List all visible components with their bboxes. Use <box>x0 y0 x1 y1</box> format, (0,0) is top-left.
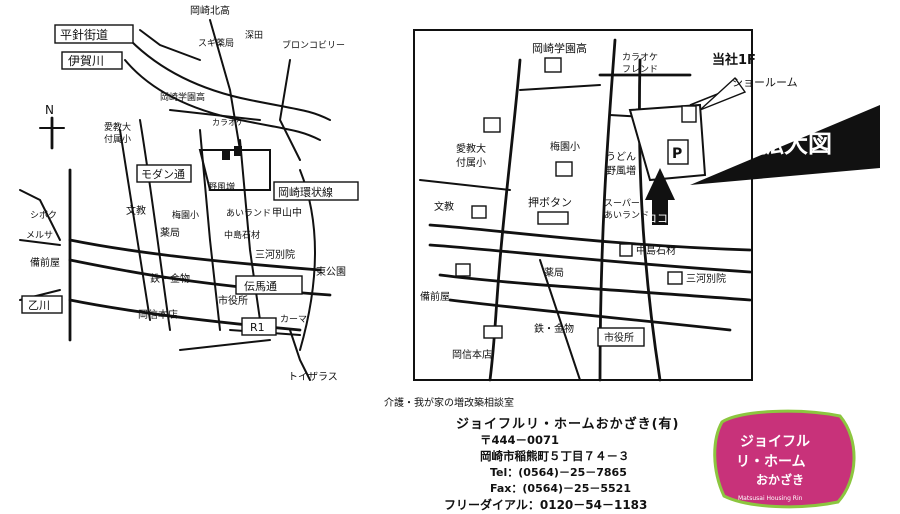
okazaki-gakuen-label: 岡崎学園高 <box>160 91 205 103</box>
otogawa-box <box>21 295 63 314</box>
r-nakajima-label: 中島石材 <box>636 244 676 257</box>
airland-label: あいランド <box>226 208 271 219</box>
fax: Fax：(0564)－25－5521 <box>490 482 631 495</box>
mikawa-building <box>667 271 683 285</box>
push-button-label: 押ボタン <box>528 195 572 209</box>
r-okazaki-gakuen-label: 岡崎学園高 <box>532 41 587 55</box>
yakkyoku-label: 薬局 <box>160 227 180 239</box>
r-ryokyo-univ-label: 愛教大 <box>456 142 486 155</box>
sugi-pharmacy-label: スギ薬局 <box>198 37 234 49</box>
ryokyo-univ-label: 愛教大 <box>104 121 131 133</box>
telephone: Tel：(0564)－25－7865 <box>490 466 627 479</box>
bizenya-building <box>455 263 471 277</box>
okazaki-loop-label: 岡崎環状線 <box>278 185 333 199</box>
r-karaoke-label: カラオケ <box>622 52 658 63</box>
fukada-motors-label: 深田 <box>245 30 263 41</box>
logo-line-3: おかざき <box>756 472 804 487</box>
address: 岡崎市稲熊町５丁目７４－３ <box>480 449 630 463</box>
r-tetsuki-label: 鉄・金物 <box>534 322 574 335</box>
parking-box <box>667 139 689 165</box>
r-karaoke-label-2: フレンド <box>622 65 658 75</box>
zoom-banner <box>690 105 880 185</box>
bunka-label: 文教 <box>126 204 146 217</box>
showroom-1f-label: 当社1F <box>712 52 756 68</box>
nofuzo-label: 野風増 <box>208 181 235 193</box>
logo-line-1: ジョイフル <box>740 434 810 450</box>
showroom-callout <box>699 76 747 111</box>
okashin-building <box>483 325 503 339</box>
densha-label: 伝馬通 <box>244 280 277 293</box>
left-overview-map: N 平針街道 伊賀川 岡崎北高 スギ薬局 深田 ブロンコビリー 岡崎学園高 愛教… <box>19 4 359 383</box>
ryokyo-univ-label-2: 付属小 <box>104 134 131 145</box>
r-super-label: スーパー <box>604 198 640 209</box>
mega-label: メルサ <box>26 230 53 241</box>
otogawa-label: 乙川 <box>28 299 50 312</box>
r-okashin-label: 岡信本店 <box>452 348 492 361</box>
showroom-marker <box>222 150 230 160</box>
okazaki-loop-box <box>273 181 359 201</box>
logo-subtitle: Matsusai Housing Rin <box>738 495 803 502</box>
igagawa-label: 伊賀川 <box>68 54 104 68</box>
gakuen-building <box>544 57 562 73</box>
zoom-frame <box>413 29 753 381</box>
parking-small-box <box>681 105 697 123</box>
r1-box <box>241 317 277 336</box>
right-zoomed-map: P ココ 当社1F ショールーム 拡大図 岡崎学園高 カラオケ フレンド 愛教大… <box>413 29 880 382</box>
zoom-label: 拡大図 <box>760 130 832 158</box>
parking-label: P <box>672 146 682 162</box>
mikawa-label: 三河別院 <box>255 248 295 261</box>
nakajima-building <box>619 243 633 257</box>
city-hall-box <box>597 327 645 347</box>
modern-road-box <box>136 164 192 183</box>
bronco-billy-label: ブロンコビリー <box>282 39 345 51</box>
ryokyo-building <box>483 117 501 133</box>
bunka-building <box>471 205 487 219</box>
igagawa-box <box>61 51 123 70</box>
shiboku-label: シボク <box>30 210 57 221</box>
postal-code: 〒444－0071 <box>480 433 560 447</box>
company-info: 介護・我が家の増改築相談室 ジョイフルリ・ホームおかざき(有) 〒444－007… <box>384 394 704 513</box>
parking-marker <box>234 146 242 156</box>
higashi-park-label: 東公園 <box>316 265 346 278</box>
r-bunka-label: 文教 <box>434 200 454 213</box>
showroom-label: ショールーム <box>732 76 798 89</box>
north-arrow-label: N <box>45 103 54 117</box>
umezono-label: 梅園小 <box>172 209 199 221</box>
heian-road-label: 平針街道 <box>60 27 108 42</box>
bizenya-label: 備前屋 <box>30 256 60 269</box>
r-umezono-label: 梅園小 <box>550 140 580 153</box>
koko-label: ココ <box>646 212 668 225</box>
karaoke-label: カラオケ <box>212 118 244 127</box>
r-mikawa-label: 三河別院 <box>686 272 726 285</box>
company-logo: ジョイフル リ・ホーム おかざき Matsusai Housing Rin <box>713 409 856 509</box>
r-udon-label-2: 野風増 <box>606 164 636 177</box>
r-udon-label: うどん <box>606 151 636 163</box>
r-city-hall-label: 市役所 <box>604 331 634 344</box>
logo-line-2: リ・ホーム <box>736 454 806 470</box>
r1-label: R1 <box>250 321 265 334</box>
nakajima-label: 中島石材 <box>224 229 260 241</box>
free-dial: フリーダイアル：0120－54－1183 <box>444 498 648 512</box>
modern-road-label: モダン通 <box>141 167 185 181</box>
okashin-label: 岡信本店 <box>138 308 178 321</box>
consultation-note: 介護・我が家の増改築相談室 <box>384 398 514 409</box>
toyotarasu-label: トイザラス <box>288 371 338 383</box>
push-button-signal <box>537 211 569 225</box>
koko-arrow <box>645 168 675 225</box>
densha-box <box>235 275 303 295</box>
kousan-naka-label: 甲山中 <box>272 206 302 219</box>
kaden-label: カーマ <box>280 314 307 325</box>
tetsuki-label: 鉄・金物 <box>150 272 190 285</box>
umezono-building <box>555 161 573 177</box>
r-bizenya-label: 備前屋 <box>420 290 450 303</box>
r-yakkyoku-label: 薬局 <box>544 267 564 279</box>
city-hall-label: 市役所 <box>218 294 248 307</box>
r-ryokyo-univ-label-2: 付属小 <box>456 156 486 169</box>
company-name: ジョイフルリ・ホームおかざき(有) <box>456 417 680 432</box>
heian-road-box <box>54 24 134 44</box>
north-high-label: 岡崎北高 <box>190 4 230 17</box>
r-super-label-2: あいランド <box>604 210 649 221</box>
